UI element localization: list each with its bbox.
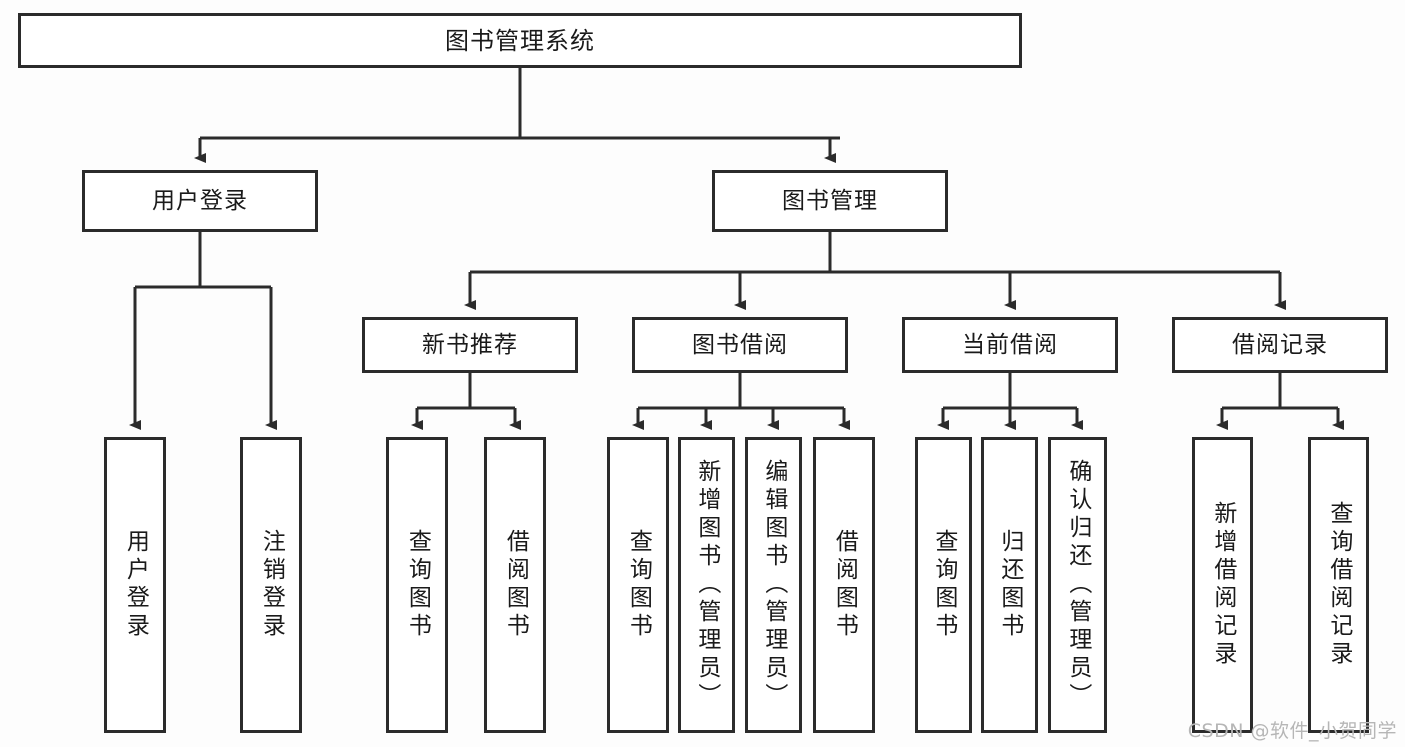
node-root-system[interactable]: 图书管理系统 bbox=[18, 13, 1022, 68]
watermark-text: CSDN @软件_小贺同学 bbox=[1187, 720, 1397, 742]
leaf-current-query-book[interactable]: 查询图书 bbox=[915, 437, 972, 733]
leaf-current-return-book[interactable]: 归还图书 bbox=[981, 437, 1038, 733]
leaf-borrow-edit-book-admin[interactable]: 编辑图书（管理员） bbox=[745, 437, 802, 733]
node-user-login[interactable]: 用户登录 bbox=[82, 170, 318, 232]
leaf-recommend-borrow-book[interactable]: 借阅图书 bbox=[484, 437, 546, 733]
leaf-record-add-loan-record[interactable]: 新增借阅记录 bbox=[1192, 437, 1253, 733]
leaf-user-login[interactable]: 用户登录 bbox=[104, 437, 166, 733]
node-current-loan[interactable]: 当前借阅 bbox=[902, 317, 1118, 373]
leaf-recommend-query-book[interactable]: 查询图书 bbox=[386, 437, 448, 733]
leaf-record-query-loan-record[interactable]: 查询借阅记录 bbox=[1308, 437, 1369, 733]
node-loan-record[interactable]: 借阅记录 bbox=[1172, 317, 1388, 373]
leaf-current-confirm-return-admin[interactable]: 确认归还（管理员） bbox=[1048, 437, 1107, 733]
leaf-borrow-add-book-admin[interactable]: 新增图书（管理员） bbox=[678, 437, 735, 733]
leaf-user-logout[interactable]: 注销登录 bbox=[240, 437, 302, 733]
leaf-borrow-borrow-book[interactable]: 借阅图书 bbox=[813, 437, 875, 733]
node-book-borrow[interactable]: 图书借阅 bbox=[632, 317, 848, 373]
leaf-borrow-query-book[interactable]: 查询图书 bbox=[607, 437, 669, 733]
node-new-book-recommend[interactable]: 新书推荐 bbox=[362, 317, 578, 373]
node-book-management[interactable]: 图书管理 bbox=[712, 170, 948, 232]
